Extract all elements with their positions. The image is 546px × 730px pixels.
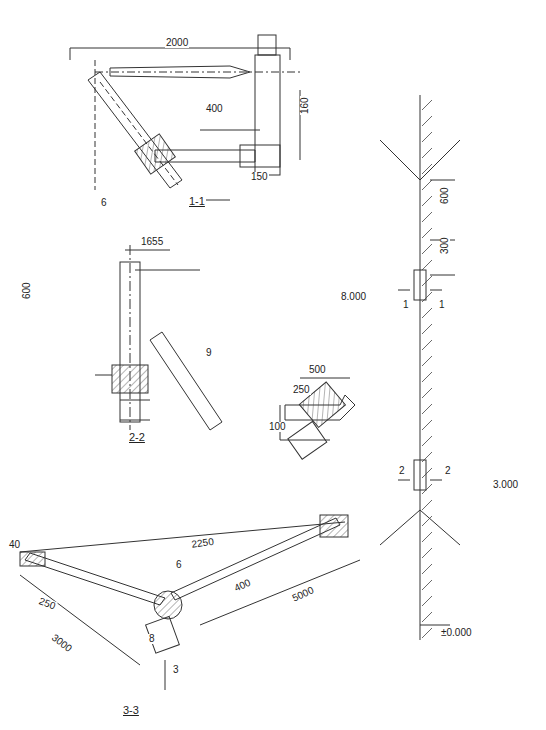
dimension-label: 2000 (165, 38, 189, 48)
hatch-stroke (422, 404, 432, 414)
hatch-stroke (422, 212, 432, 222)
hatch-stroke (422, 292, 432, 302)
hatch-stroke (422, 164, 432, 174)
hatch-stroke (422, 276, 432, 286)
dimension-label: 500 (308, 365, 327, 375)
dimension-label: 5000 (290, 585, 316, 604)
hatch-stroke (422, 484, 432, 494)
hatch-stroke (422, 500, 432, 510)
dimension-label: 300 (440, 236, 450, 255)
hatch-stroke (422, 532, 432, 542)
hatch-stroke (422, 564, 432, 574)
section-label: 1-1 (188, 196, 206, 207)
dimension-label: 600 (22, 281, 32, 300)
hatch-stroke (422, 372, 432, 382)
dimension-label: 400 (232, 577, 253, 594)
dimension-label: 2 (444, 466, 452, 476)
dimension-label: 1 (438, 300, 446, 310)
dimension-label: 1 (402, 300, 410, 310)
hatch-stroke (422, 516, 432, 526)
dimension-label: 2250 (190, 537, 215, 550)
hatch-stroke (422, 244, 432, 254)
hatch-stroke (422, 468, 432, 478)
hatch-stroke (422, 580, 432, 590)
hatch-stroke (422, 388, 432, 398)
section-label: 2-2 (128, 432, 146, 443)
hatch-stroke (422, 596, 432, 606)
hatch-stroke (422, 100, 432, 110)
dimension-label: 8 (148, 634, 156, 644)
dimension-label: 40 (8, 540, 21, 550)
hatch-stroke (422, 612, 432, 622)
dimension-label: 160 (300, 96, 310, 115)
hatch-stroke (422, 436, 432, 446)
dimension-label: 250 (292, 385, 311, 395)
dimension-label: 250 (37, 596, 58, 612)
hatch-stroke (422, 196, 432, 206)
dimension-label: 400 (205, 104, 224, 114)
hatch-stroke (422, 420, 432, 430)
dimension-label: 6 (175, 560, 183, 570)
dimension-label: 9 (205, 348, 213, 358)
dimension-label: 3.000 (492, 480, 519, 490)
dimension-label: 3000 (49, 632, 74, 655)
dimension-label: 150 (250, 172, 269, 182)
section-label: 3-3 (122, 705, 140, 716)
hatch-stroke (422, 116, 432, 126)
dimension-label: 600 (440, 186, 450, 205)
hatch-stroke (422, 308, 432, 318)
dimension-label: ±0.000 (440, 628, 473, 638)
hatch-stroke (422, 340, 432, 350)
dimension-label: 8.000 (340, 292, 367, 302)
hatch-stroke (422, 132, 432, 142)
dimension-label: 6 (100, 198, 108, 208)
dimension-label: 3 (172, 665, 180, 675)
dimension-label: 2 (398, 466, 406, 476)
hatch-stroke (422, 452, 432, 462)
hatch-stroke (422, 148, 432, 158)
hatch-stroke (422, 356, 432, 366)
hatch-stroke (422, 628, 432, 638)
hatch-stroke (422, 260, 432, 270)
hatch-stroke (422, 548, 432, 558)
dimension-label: 1655 (140, 237, 164, 247)
hatch-stroke (422, 324, 432, 334)
hatch-stroke (422, 228, 432, 238)
hatch-stroke (422, 180, 432, 190)
dimension-label: 100 (268, 422, 287, 432)
